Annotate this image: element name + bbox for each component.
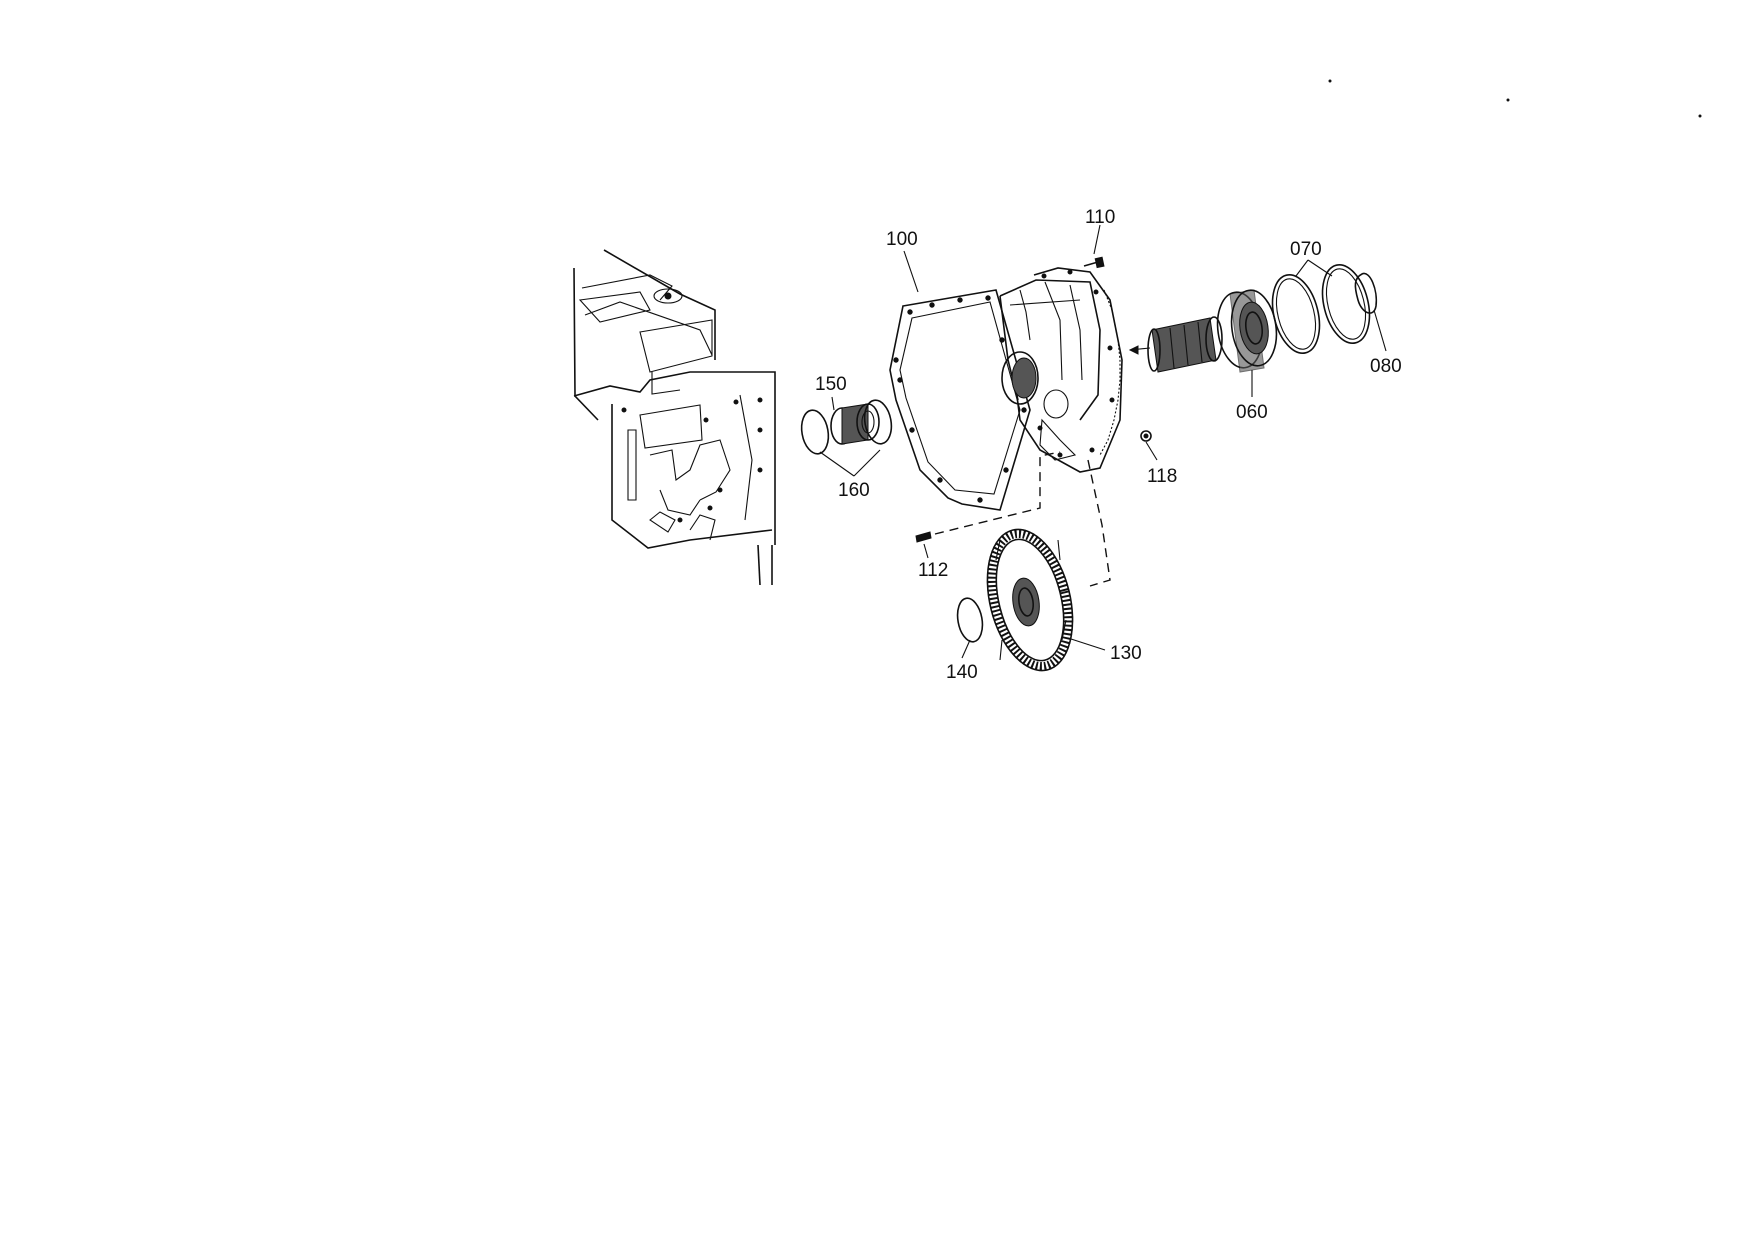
label-130: 130 bbox=[1110, 643, 1142, 664]
transmission-housing bbox=[573, 249, 776, 586]
shaft bbox=[1128, 316, 1223, 373]
screw-110 bbox=[1083, 256, 1105, 269]
label-080: 080 bbox=[1370, 356, 1402, 377]
retaining-ring-160-right bbox=[863, 399, 893, 445]
label-118: 118 bbox=[1147, 466, 1177, 487]
label-070: 070 bbox=[1290, 239, 1322, 260]
label-110: 110 bbox=[1085, 207, 1115, 228]
shim-ring-070-b bbox=[1321, 264, 1371, 344]
retaining-ring-080 bbox=[1354, 272, 1378, 314]
ball-bearing-060 bbox=[1216, 289, 1278, 373]
shim-ring-070-a bbox=[1271, 274, 1321, 354]
part-labels: 100 110 070 080 060 150 160 118 112 130 … bbox=[815, 207, 1402, 683]
stray-marks bbox=[1328, 79, 1702, 118]
label-150: 150 bbox=[815, 374, 847, 395]
snap-ring-140 bbox=[956, 597, 984, 643]
label-140: 140 bbox=[946, 662, 978, 683]
plug-118 bbox=[1140, 430, 1152, 442]
label-160: 160 bbox=[838, 480, 870, 501]
assembly-lines bbox=[934, 451, 1111, 587]
label-060: 060 bbox=[1236, 402, 1268, 423]
retaining-ring-160-left bbox=[800, 409, 830, 455]
label-100: 100 bbox=[886, 229, 918, 250]
gasket-100 bbox=[889, 289, 1031, 511]
gear-130 bbox=[986, 528, 1074, 672]
leader-lines bbox=[819, 224, 1387, 659]
stud-112 bbox=[915, 531, 932, 543]
housing-cover bbox=[999, 267, 1123, 473]
label-112: 112 bbox=[918, 560, 948, 581]
